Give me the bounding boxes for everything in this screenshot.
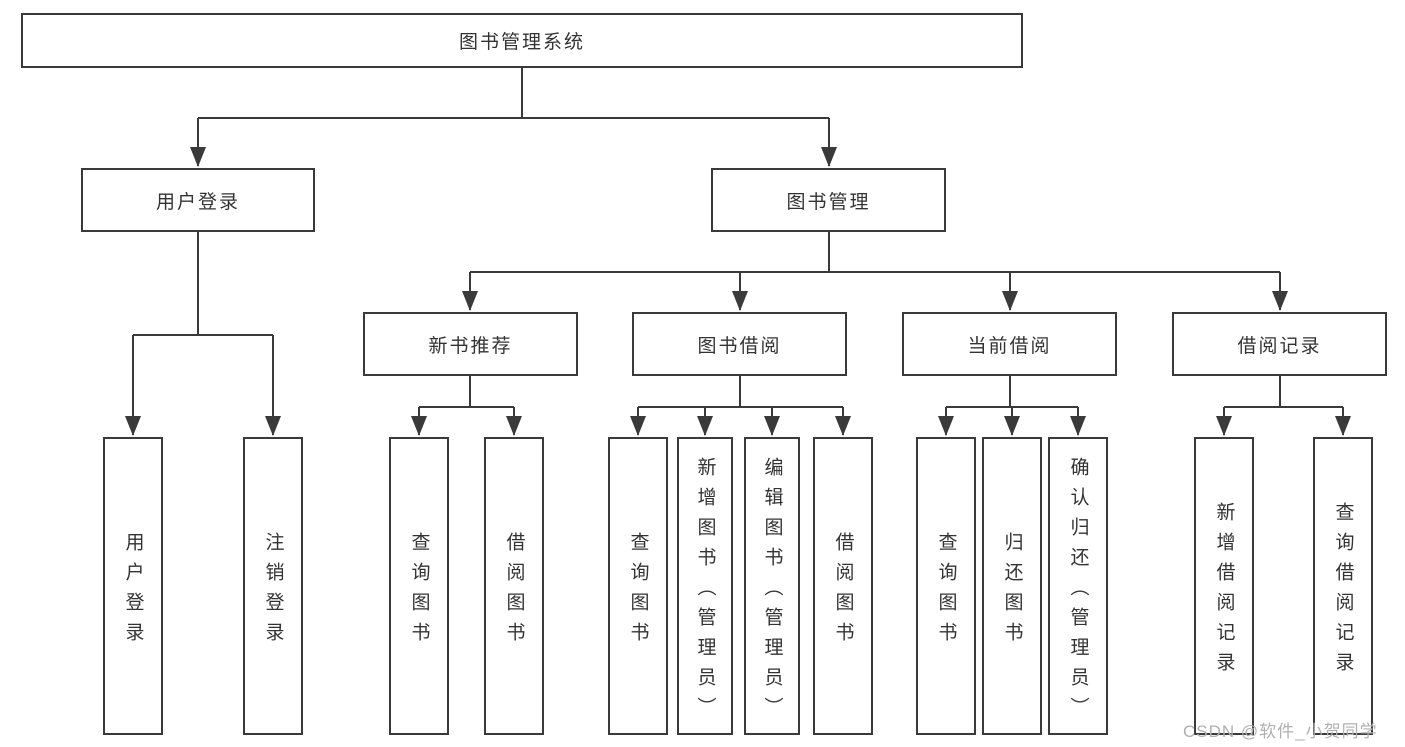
node-label: 注销登录 (262, 531, 284, 652)
node-label: 编辑图书（管理员） (761, 456, 783, 727)
node-book-borrowing: 图书借阅 (632, 312, 847, 376)
node-label: 查询图书 (408, 531, 430, 652)
leaf-edit-books-admin: 编辑图书（管理员） (744, 437, 800, 735)
node-library-management-system: 图书管理系统 (21, 13, 1023, 68)
node-label: 借阅图书 (503, 531, 525, 652)
node-borrow-records: 借阅记录 (1172, 312, 1387, 376)
node-book-management-branch: 图书管理 (711, 168, 946, 232)
node-label: 确认归还（管理员） (1067, 456, 1089, 727)
node-new-book-recommend: 新书推荐 (363, 312, 578, 376)
leaf-user-login: 用户登录 (103, 437, 163, 735)
node-label: 用户登录 (155, 191, 240, 213)
node-label: 新书推荐 (428, 335, 513, 357)
leaf-add-borrow-record: 新增借阅记录 (1194, 437, 1254, 735)
leaf-return-books: 归还图书 (982, 437, 1042, 735)
node-label: 查询借阅记录 (1332, 501, 1354, 682)
node-label: 新增借阅记录 (1213, 501, 1235, 682)
node-label: 图书借阅 (697, 335, 782, 357)
node-label: 图书管理系统 (458, 32, 585, 53)
node-label: 借阅图书 (832, 531, 854, 652)
leaf-borrow-books-2: 借阅图书 (813, 437, 873, 735)
node-label: 当前借阅 (967, 335, 1052, 357)
node-label: 用户登录 (122, 531, 144, 652)
node-label: 查询图书 (627, 531, 649, 652)
watermark: CSDN @软件_小贺同学 (1183, 722, 1378, 741)
leaf-query-books-2: 查询图书 (608, 437, 668, 735)
leaf-query-books-1: 查询图书 (389, 437, 449, 735)
leaf-add-books-admin: 新增图书（管理员） (677, 437, 733, 735)
leaf-logout: 注销登录 (243, 437, 303, 735)
node-label: 归还图书 (1001, 531, 1023, 652)
node-label: 图书管理 (786, 191, 871, 213)
leaf-borrow-books-1: 借阅图书 (484, 437, 544, 735)
node-label: 新增图书（管理员） (694, 456, 716, 727)
node-current-borrowing: 当前借阅 (902, 312, 1117, 376)
leaf-query-borrow-record: 查询借阅记录 (1313, 437, 1373, 735)
node-user-login-branch: 用户登录 (81, 168, 315, 232)
node-label: 借阅记录 (1237, 335, 1322, 357)
node-label: 查询图书 (935, 531, 957, 652)
leaf-query-books-3: 查询图书 (916, 437, 976, 735)
leaf-confirm-return-admin: 确认归还（管理员） (1048, 437, 1108, 735)
